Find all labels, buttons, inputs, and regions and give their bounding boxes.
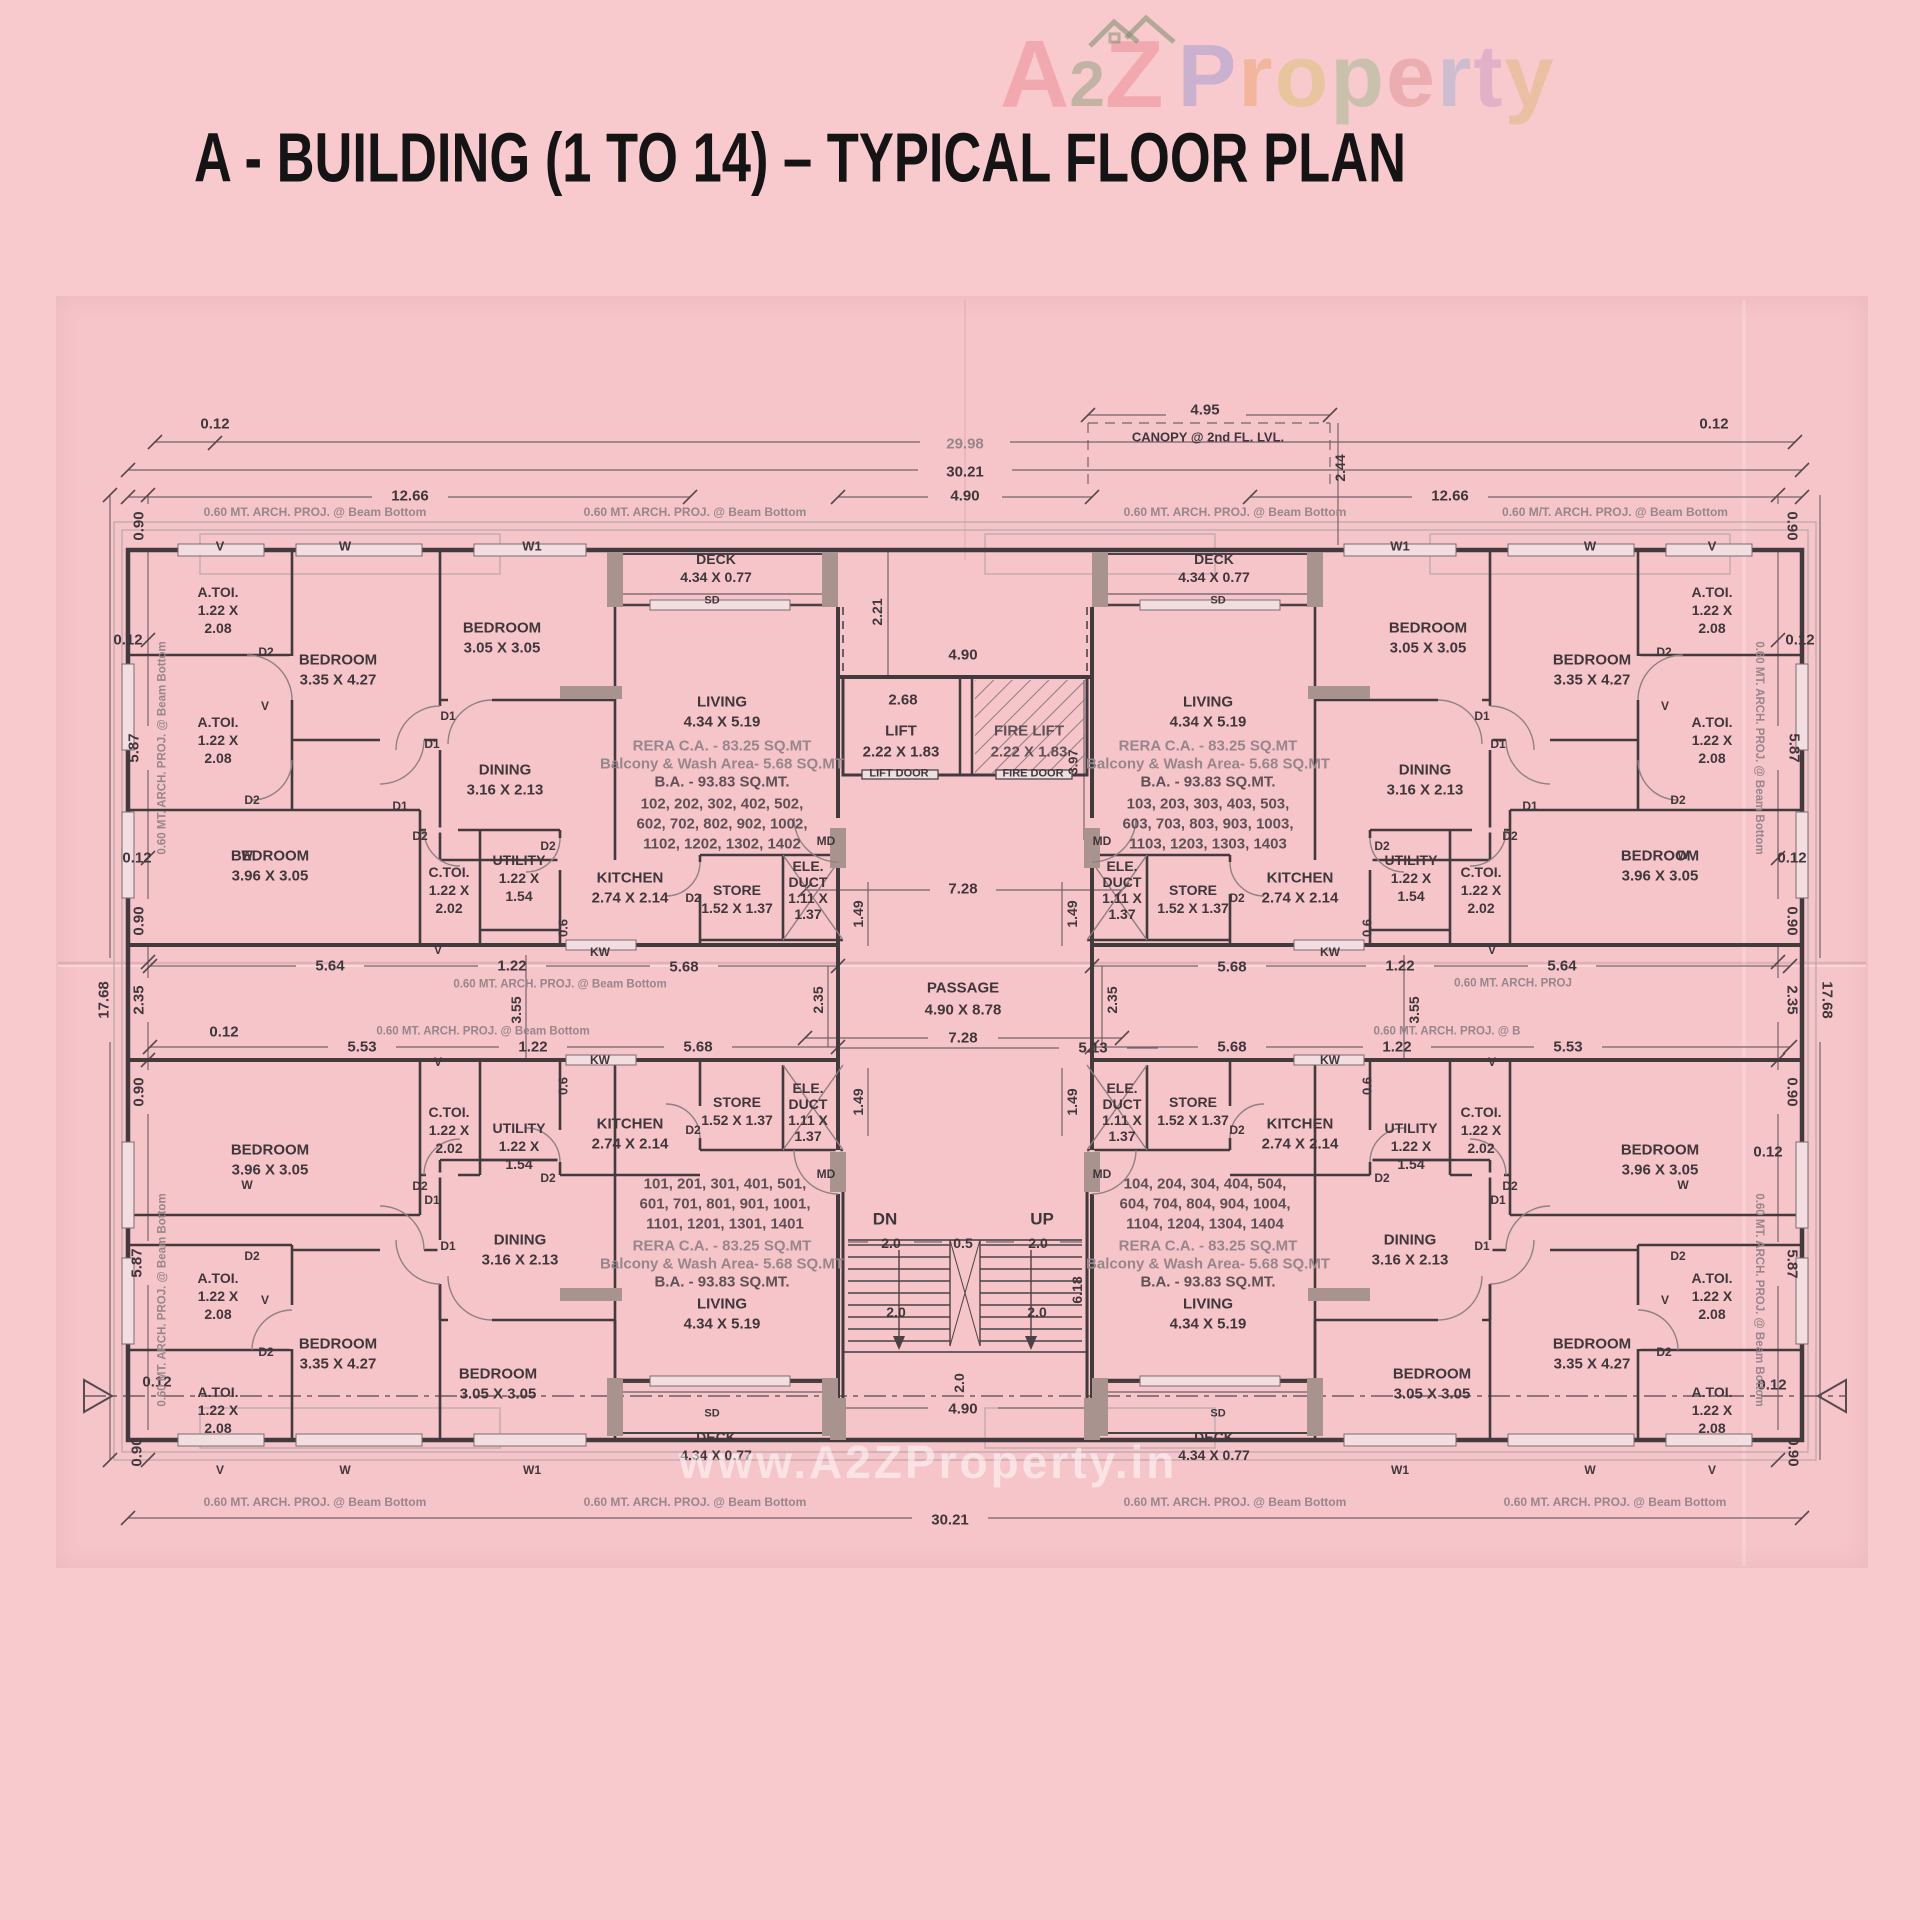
staircase (848, 1239, 1082, 1350)
decks (616, 553, 1314, 1434)
door-openings (289, 656, 1641, 1349)
page-title: A - BUILDING (1 TO 14) – TYPICAL FLOOR P… (194, 119, 1406, 197)
lift-doors (861, 769, 1073, 780)
fire-lift-hatch (975, 680, 1085, 773)
walls (125, 547, 1805, 1443)
dimension-lines (102, 407, 1821, 1526)
paper-creases (58, 300, 1866, 1566)
arch-projection-outline (113, 521, 1817, 1461)
pillars (560, 552, 1370, 1440)
section-line (83, 1378, 1847, 1414)
plan-paper (56, 296, 1868, 1568)
duct-cross (782, 854, 1148, 1151)
door-arcs (246, 654, 1684, 1351)
windows (121, 543, 1809, 1447)
